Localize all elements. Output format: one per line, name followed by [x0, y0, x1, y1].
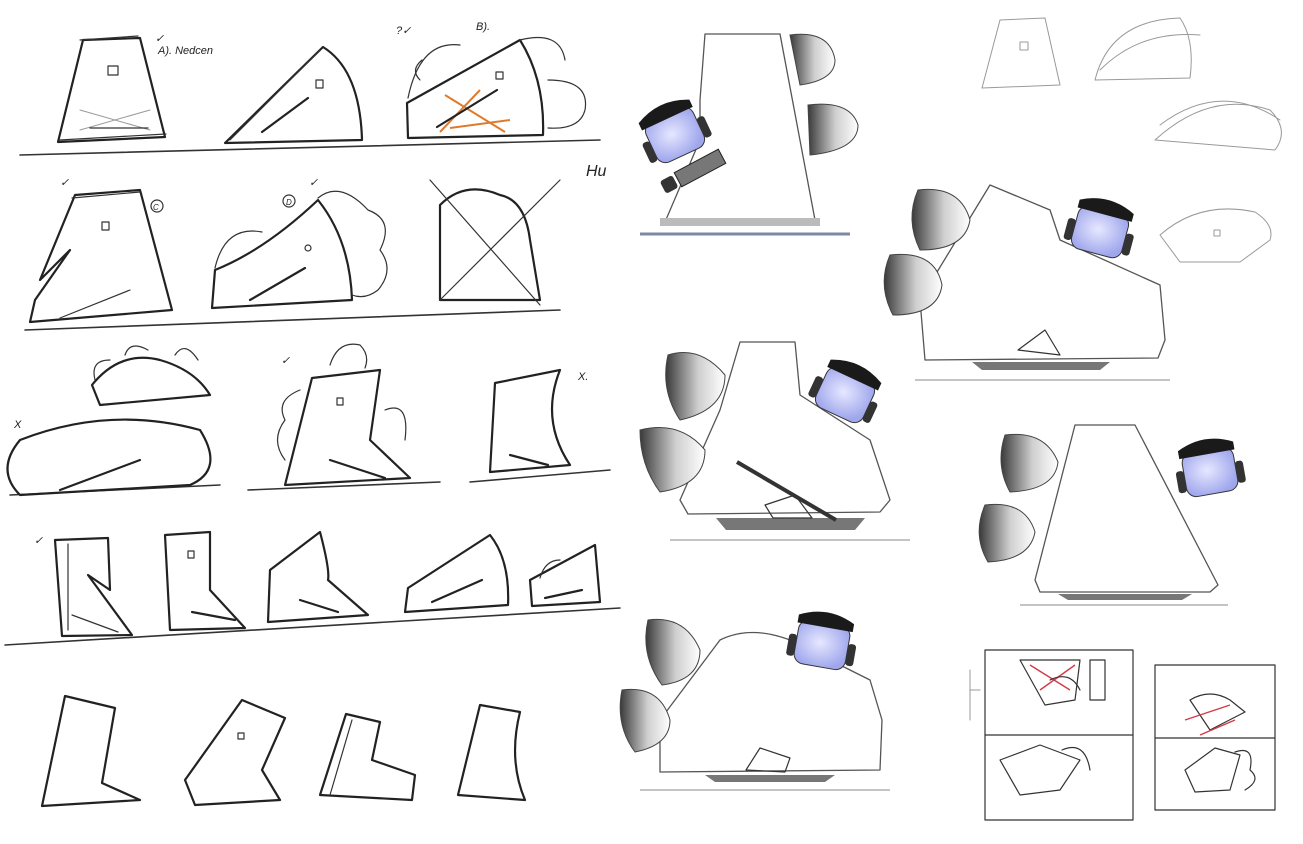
sketch-l-chair-2	[183, 698, 287, 807]
sketch-box-3	[266, 530, 370, 624]
concept-d-check: ✓	[309, 177, 319, 189]
curved-chair-cross: X.	[577, 371, 588, 383]
sketch-row-1: A). Nedcen ✓ ?✓ B). Hu	[19, 21, 607, 180]
sketch-l-chair-3	[318, 712, 417, 802]
floor-plan-sketch-2	[1154, 664, 1276, 811]
concept-d-label: D	[286, 198, 292, 207]
sketch-cloud-chair: ✓	[276, 343, 412, 487]
sketch-curved-chair: X.	[488, 368, 588, 474]
sketch-concept-d: D ✓	[210, 177, 388, 310]
concept-b-label: B).	[476, 21, 490, 33]
stool-icon	[789, 33, 859, 156]
floor-plan-sketch-1	[969, 649, 1134, 821]
stool-icon	[639, 352, 726, 493]
render-plan-1	[638, 33, 859, 236]
office-chair-icon	[786, 611, 857, 671]
sketch-row-4: ✓	[4, 530, 621, 646]
box-1-check: ✓	[34, 535, 44, 547]
sketch-box-1: ✓	[34, 535, 134, 638]
render-plan-2	[639, 341, 910, 541]
render-plan-4	[883, 184, 1170, 381]
sketch-low-lounge: X	[6, 345, 212, 497]
sketch-crossed-out-1	[429, 179, 561, 306]
office-chair-icon	[808, 359, 882, 424]
office-chair-icon	[1063, 198, 1134, 259]
concept-a-label: A). Nedcen	[157, 45, 213, 57]
sketch-l-chair-1	[40, 694, 142, 808]
stool-icon	[978, 433, 1059, 563]
sketch-row-5	[40, 694, 527, 808]
render-plan-5	[978, 424, 1246, 606]
office-chair-icon	[638, 99, 712, 164]
concept-c-label: C	[153, 203, 159, 212]
concept-c-check: ✓	[60, 177, 70, 189]
sketch-l-chair-4	[456, 703, 527, 802]
concept-b-question: ?✓	[396, 25, 412, 37]
faint-concept-sketches	[981, 17, 1282, 263]
office-chair-icon	[1175, 438, 1246, 498]
sketch-box-2	[163, 530, 247, 632]
stool-icon	[883, 188, 971, 316]
concept-a-check: ✓	[155, 33, 165, 45]
sketch-row-3: X ✓ X.	[6, 343, 611, 497]
keyboard-icon	[660, 148, 727, 193]
stool-icon	[619, 618, 701, 753]
sketch-concept-c: C ✓	[28, 177, 174, 324]
cloud-chair-check: ✓	[281, 355, 291, 367]
lounge-cross: X	[13, 419, 22, 431]
sketch-row-2: C ✓ D ✓	[24, 177, 561, 331]
sketch-box-5	[528, 543, 602, 608]
sketch-box-4	[403, 533, 510, 614]
sketch-concept-b: ?✓ B).	[396, 21, 587, 140]
signature-mark: Hu	[586, 163, 607, 180]
render-plan-3	[619, 611, 890, 791]
sketch-wedge-1	[223, 45, 364, 145]
sketch-concept-a: A). Nedcen ✓	[56, 33, 213, 144]
